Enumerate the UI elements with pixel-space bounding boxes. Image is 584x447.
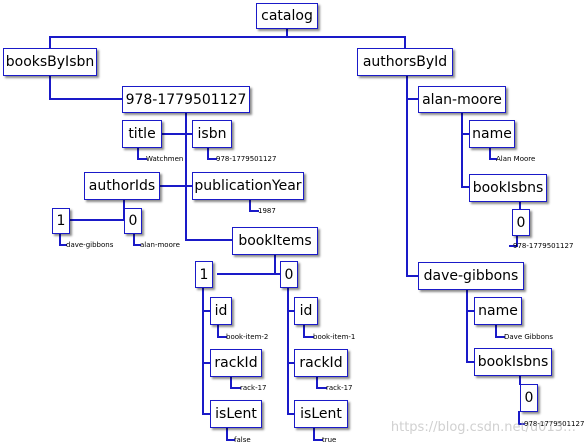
item-1-id-node: id [210,297,232,325]
authors-by-id-node: authorsById [357,48,453,76]
author-ids-1-value: dave-gibbons [66,241,114,249]
publication-year-node: publicationYear [192,172,304,200]
catalog-node: catalog [256,3,318,29]
author-ids-item-1: 1 [52,208,70,234]
isbn-key-node: 978-1779501127 [122,86,250,113]
alan-book-isbns-item-0: 0 [512,209,530,236]
books-by-isbn-node: booksByIsbn [3,48,97,76]
item-0-is-lent-value: true [322,436,337,444]
item-1-is-lent-node: isLent [210,400,262,428]
author-ids-item-0: 0 [124,208,142,234]
item-1-id-value: book-item-2 [226,333,269,341]
item-0-id-value: book-item-1 [313,333,356,341]
title-node: title [122,120,162,148]
dave-name-value: Dave Gibbons [504,333,553,341]
item-0-id-node: id [294,297,318,325]
item-0-rack-id-value: rack-17 [326,384,353,392]
item-0-is-lent-node: isLent [294,400,348,428]
book-item-1-node: 1 [195,261,213,288]
author-ids-node: authorIds [84,172,160,200]
dave-book-isbns-0-value: 978-1779501127 [524,420,584,428]
isbn-node: isbn [192,120,232,148]
dave-gibbons-node: dave-gibbons [418,262,524,290]
author-ids-0-value: alan-moore [140,241,180,249]
item-1-rack-id-value: rack-17 [240,384,267,392]
dave-book-isbns-item-0: 0 [520,384,538,412]
title-value: Watchmen [146,155,184,163]
item-0-rack-id-node: rackId [294,349,348,377]
dave-name-node: name [474,297,522,325]
alan-book-isbns-node: bookIsbns [469,174,547,202]
item-1-is-lent-value: false [234,436,251,444]
dave-book-isbns-node: bookIsbns [474,348,552,376]
alan-name-value: Alan Moore [496,155,536,163]
alan-book-isbns-0-value: 978-1779501127 [513,242,574,250]
isbn-value: 978-1779501127 [216,155,277,163]
alan-name-node: name [469,120,515,148]
book-item-0-node: 0 [280,261,298,288]
item-1-rack-id-node: rackId [210,349,262,377]
publication-year-value: 1987 [258,207,276,215]
book-items-node: bookItems [232,227,318,255]
watermark-text: https://blog.csdn.net/u013… [390,420,576,435]
alan-moore-node: alan-moore [418,86,506,113]
